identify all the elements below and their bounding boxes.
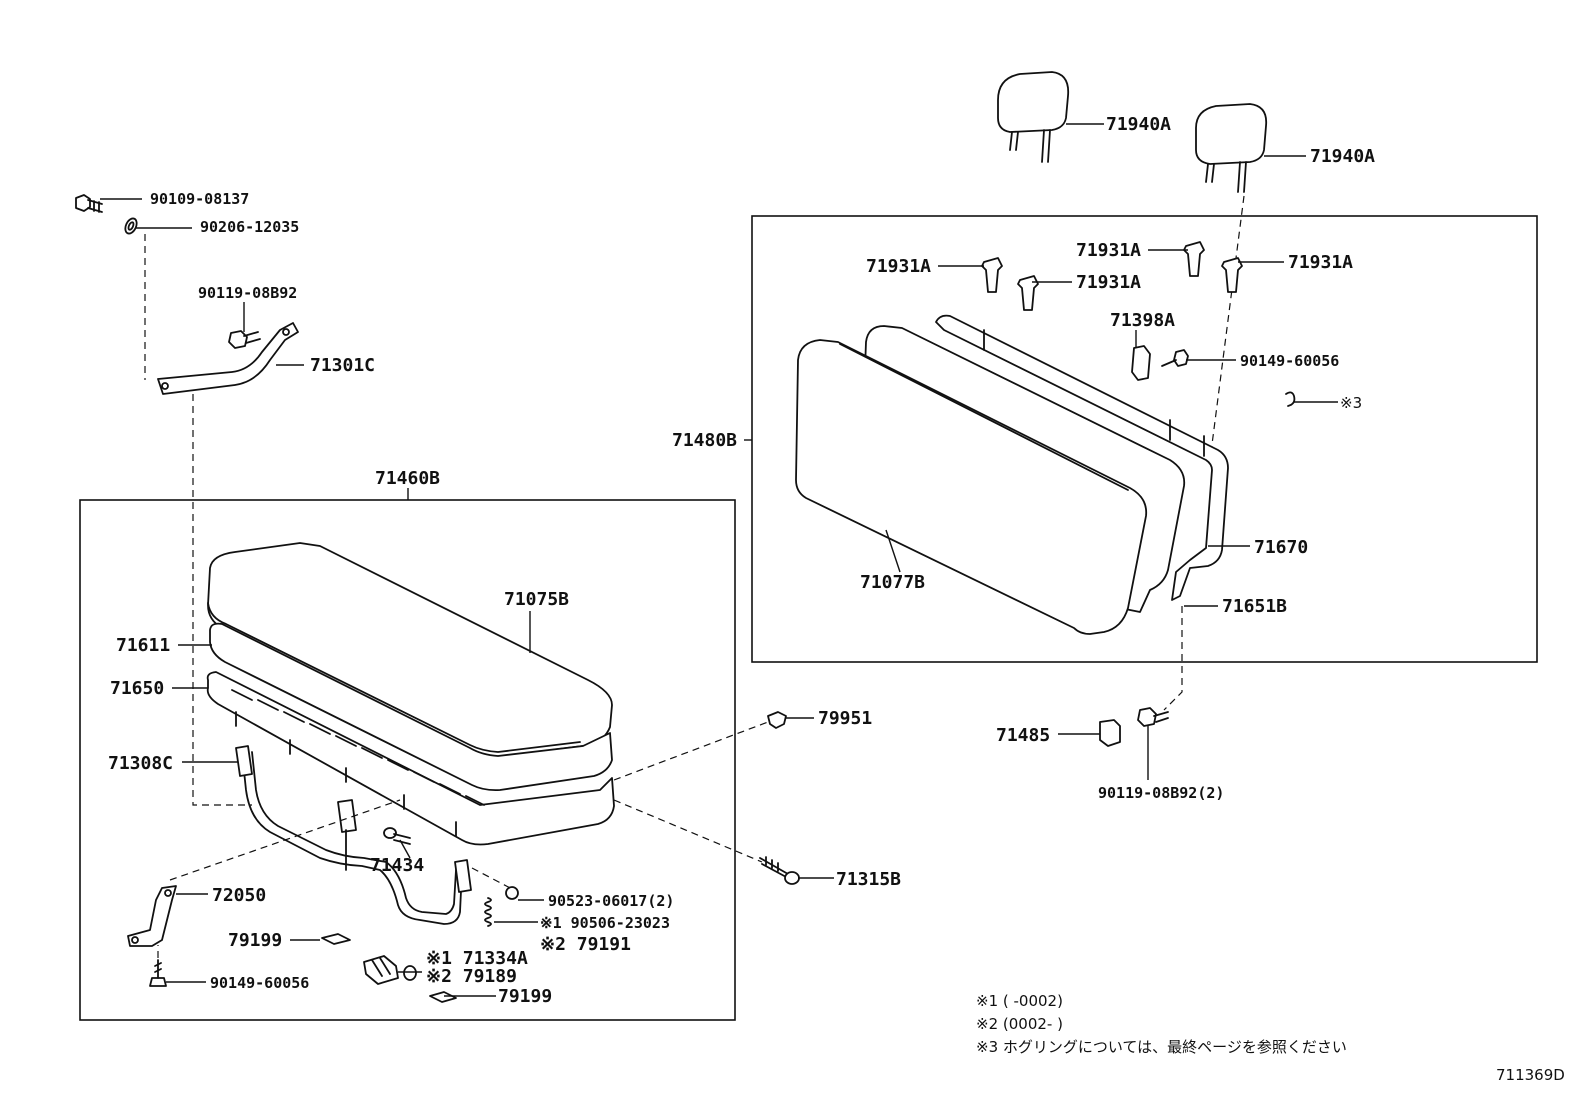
label-71931A-4: 71931A [1288, 252, 1353, 273]
label-71334A: ※1 71334A [426, 948, 528, 969]
screw-90149-60056-left [149, 959, 167, 987]
label-71075B: 71075B [504, 589, 569, 610]
screw-90149-60056-right [1161, 349, 1189, 367]
label-71611: 71611 [116, 635, 170, 656]
note-2: ※2 (0002- ) [976, 1015, 1063, 1033]
seat-pad-71611 [209, 622, 613, 792]
label-note-3: ※3 [1340, 394, 1362, 412]
guide-71931A-1 [981, 257, 1003, 293]
label-79189: ※2 79189 [426, 966, 517, 987]
label-79199-b: 79199 [498, 986, 552, 1007]
seat-back-assembly-frame [751, 215, 1538, 663]
hog-ring-icon [1285, 391, 1296, 407]
seatback-frame-71670 [935, 314, 1229, 601]
label-90149-60056-right: 90149-60056 [1240, 352, 1339, 370]
label-71651B: 71651B [1222, 596, 1287, 617]
guide-71931A-3 [1183, 241, 1205, 277]
label-79191: ※2 79191 [540, 934, 631, 955]
bracket-72050 [127, 885, 177, 947]
note-1: ※1 ( -0002) [976, 992, 1063, 1010]
label-90119-08B92-2: 90119-08B92(2) [1098, 784, 1224, 802]
label-71931A-2: 71931A [1076, 272, 1141, 293]
label-71485: 71485 [996, 725, 1050, 746]
washer-90206-12035 [124, 217, 138, 235]
guide-71931A-4 [1221, 257, 1243, 293]
label-79951: 79951 [818, 708, 872, 729]
label-71434: 71434 [370, 855, 424, 876]
label-71931A-1: 71931A [866, 256, 931, 277]
seatback-cushion-71077B [795, 339, 1148, 635]
bolt-90109-08137 [75, 194, 103, 213]
label-71308C: 71308C [108, 753, 173, 774]
label-71480B: 71480B [672, 430, 737, 451]
label-71650: 71650 [110, 678, 164, 699]
label-71940A-1: 71940A [1106, 114, 1171, 135]
seat-cushion-assembly-frame [79, 499, 736, 1021]
diagram-code: 711369D [1496, 1066, 1565, 1084]
label-71315B: 71315B [836, 869, 901, 890]
label-90149-60056-left: 90149-60056 [210, 974, 309, 992]
label-71670: 71670 [1254, 537, 1308, 558]
guide-71931A-2 [1017, 275, 1039, 311]
label-71077B: 71077B [860, 572, 925, 593]
label-90119-08B92: 90119-08B92 [198, 284, 297, 302]
label-90506-23023: ※1 90506-23023 [540, 914, 670, 932]
spring-90506-23023 [484, 897, 492, 927]
bracket-71398A [1131, 345, 1151, 381]
pad-79199-a [321, 933, 351, 945]
note-3: ※3 ホグリングについては、最終ページを参照ください [976, 1038, 1347, 1056]
label-71931A-3: 71931A [1076, 240, 1141, 261]
cap-71334A [363, 955, 417, 985]
bolt-90119-08B92-2 [1137, 707, 1169, 727]
clip-90523-06017 [505, 886, 519, 900]
label-71398A: 71398A [1110, 310, 1175, 331]
bracket-71301C [157, 322, 299, 395]
label-71460B: 71460B [375, 468, 440, 489]
headrest-71940A-1 [997, 71, 1070, 163]
label-72050: 72050 [212, 885, 266, 906]
pin-71434 [383, 827, 411, 845]
clip-79951 [767, 711, 787, 729]
headrest-71940A-2 [1195, 103, 1268, 193]
label-90109-08137: 90109-08137 [150, 190, 249, 208]
pin-71315B [759, 856, 800, 885]
pad-79199-b [429, 991, 457, 1003]
label-90523-06017: 90523-06017(2) [548, 892, 674, 910]
cap-71485 [1099, 719, 1121, 747]
label-90206-12035: 90206-12035 [200, 218, 299, 236]
label-79199-a: 79199 [228, 930, 282, 951]
label-71940A-2: 71940A [1310, 146, 1375, 167]
seat-frame-71650 [206, 671, 615, 846]
seat-leg-frame-71308C [235, 745, 472, 925]
bolt-90119-08B92 [228, 330, 261, 349]
label-71301C: 71301C [310, 355, 375, 376]
